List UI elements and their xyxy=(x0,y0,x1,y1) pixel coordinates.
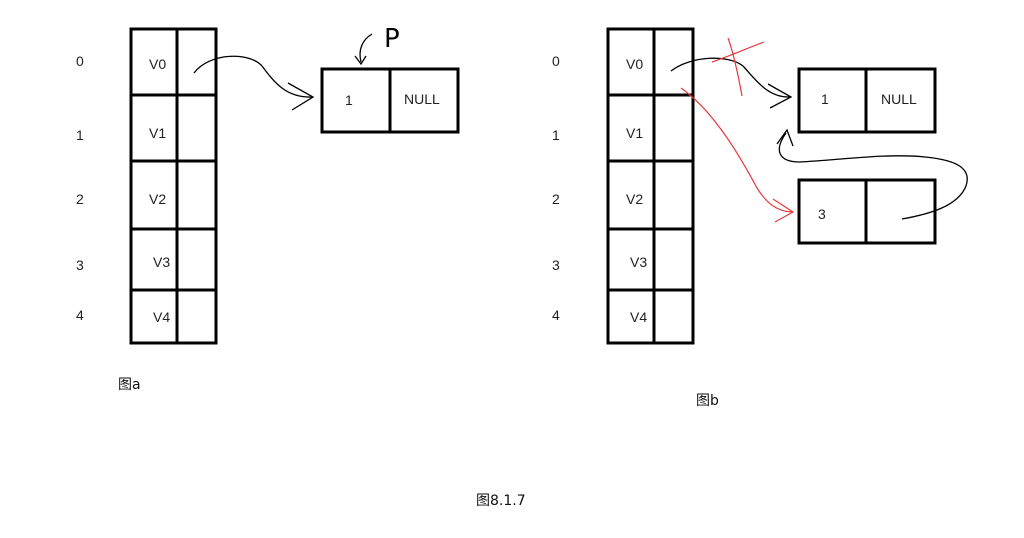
deleted-link-mark xyxy=(711,37,765,97)
vertex-table xyxy=(606,27,695,345)
row-index-1: 1 xyxy=(76,127,84,143)
row-index-0: 0 xyxy=(76,53,84,69)
caption-a: 图a xyxy=(118,377,141,393)
row-index-4: 4 xyxy=(76,307,84,323)
edge-node-data: 1 xyxy=(345,92,353,108)
row-index-4: 4 xyxy=(552,307,560,323)
vertex-v3: V3 xyxy=(153,254,170,270)
edge-node-next: NULL xyxy=(404,91,440,107)
next-link-arrow xyxy=(776,128,968,220)
pointer-arrow xyxy=(193,55,315,111)
vertex-v2: V2 xyxy=(626,191,643,207)
figure-b: 0 1 2 3 4 V0 V1 V2 V3 V4 1 NULL 3 xyxy=(552,27,968,409)
vertex-v0: V0 xyxy=(626,56,643,72)
vertex-v1: V1 xyxy=(149,125,166,141)
row-index-3: 3 xyxy=(76,257,84,273)
edge-node-old xyxy=(797,67,937,134)
edge-node-new-data: 3 xyxy=(818,206,826,222)
edge-node-old-data: 1 xyxy=(821,91,829,107)
figure-caption: 图8.1.7 xyxy=(476,493,526,509)
figure-a: 0 1 2 3 4 V0 V1 V2 V3 V4 1 NULL xyxy=(76,24,460,393)
row-index-3: 3 xyxy=(552,257,560,273)
vertex-v3: V3 xyxy=(630,254,647,270)
vertex-table xyxy=(129,27,218,345)
vertex-v4: V4 xyxy=(153,309,170,325)
pointer-label-p: P xyxy=(384,24,400,54)
vertex-v2: V2 xyxy=(149,191,166,207)
vertex-v0: V0 xyxy=(149,56,166,72)
original-pointer-arrow xyxy=(670,57,793,109)
row-index-0: 0 xyxy=(552,53,560,69)
edge-node xyxy=(320,67,460,134)
vertex-v1: V1 xyxy=(626,125,643,141)
row-index-2: 2 xyxy=(76,191,84,207)
caption-b: 图b xyxy=(696,393,719,409)
row-index-2: 2 xyxy=(552,191,560,207)
new-pointer-arrow xyxy=(680,87,795,223)
row-index-1: 1 xyxy=(552,127,560,143)
edge-node-new xyxy=(797,178,937,245)
vertex-v4: V4 xyxy=(630,309,647,325)
p-indicator-arrow xyxy=(354,33,373,66)
edge-node-old-next: NULL xyxy=(881,91,917,107)
